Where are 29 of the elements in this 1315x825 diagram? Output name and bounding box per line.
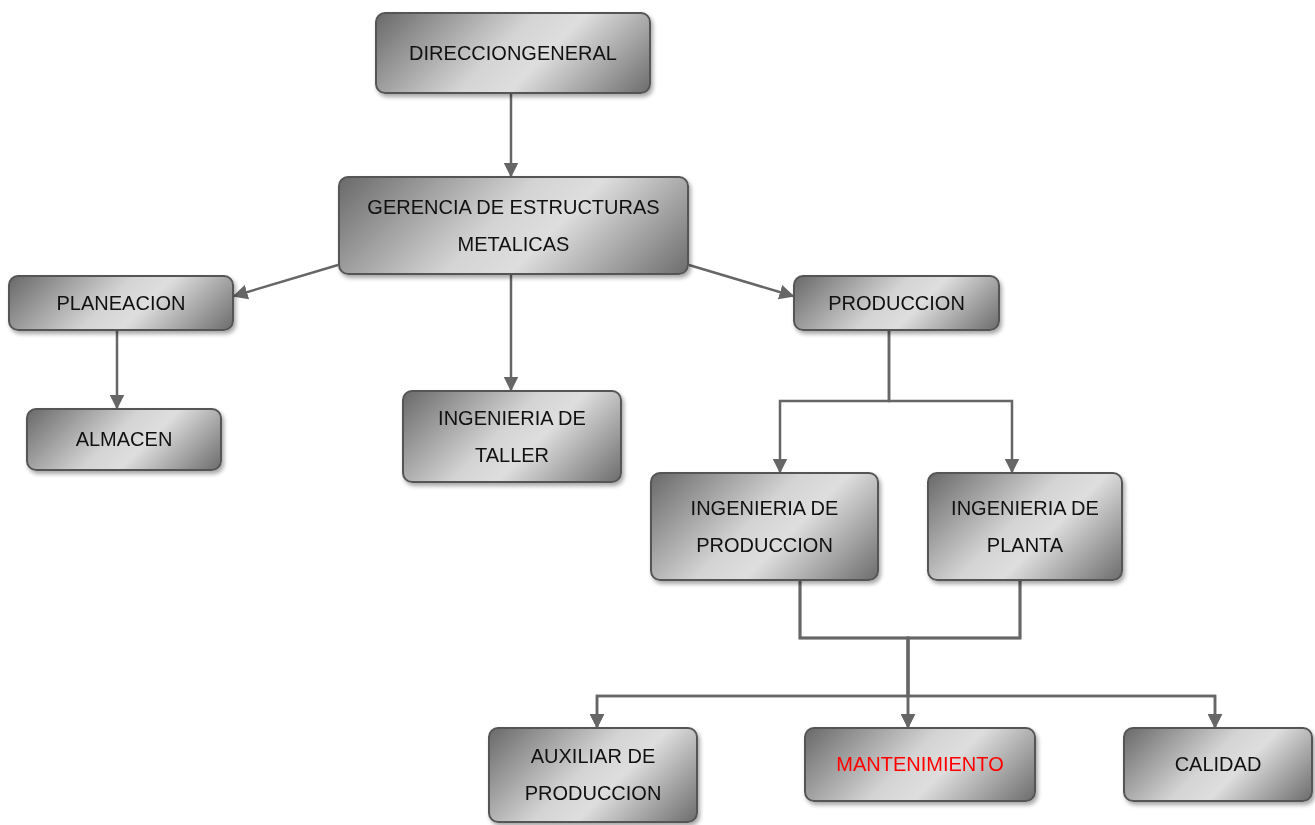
org-box [1123, 727, 1313, 802]
connector-arrow [887, 331, 1020, 474]
box-label: ALMACEN [75, 427, 173, 452]
org-box [804, 727, 1036, 802]
connector-arrow [503, 94, 519, 178]
box-label: PRODUCCION [828, 290, 965, 316]
org-box [26, 408, 222, 471]
org-box [927, 472, 1123, 581]
box-label: CALIDAD [1174, 752, 1262, 777]
box-label: INGENIERIA DE TALLER [437, 405, 587, 468]
box-label: PLANEACION [56, 290, 186, 316]
org-box [402, 390, 622, 483]
box-label: DIRECCIONGENERAL [409, 40, 617, 66]
connector-arrow [232, 263, 339, 300]
box-label: INGENIERIA DE PRODUCCION [689, 495, 840, 558]
connector-arrow [503, 275, 519, 392]
org-box [650, 472, 879, 581]
org-box [488, 727, 698, 823]
connector-arrow [688, 263, 795, 300]
org-box [338, 176, 689, 275]
connector-arrow [906, 581, 1223, 729]
org-box [8, 275, 234, 331]
connector-arrow [109, 331, 125, 410]
box-label: GERENCIA DE ESTRUCTURAS METALICAS [366, 194, 661, 257]
box-label: MANTENIMIENTO [836, 752, 1004, 777]
org-box [793, 275, 1000, 331]
box-label: AUXILIAR DE PRODUCCION [523, 744, 663, 806]
box-label: INGENIERIA DE PLANTA [950, 495, 1100, 558]
org-box [375, 12, 651, 94]
